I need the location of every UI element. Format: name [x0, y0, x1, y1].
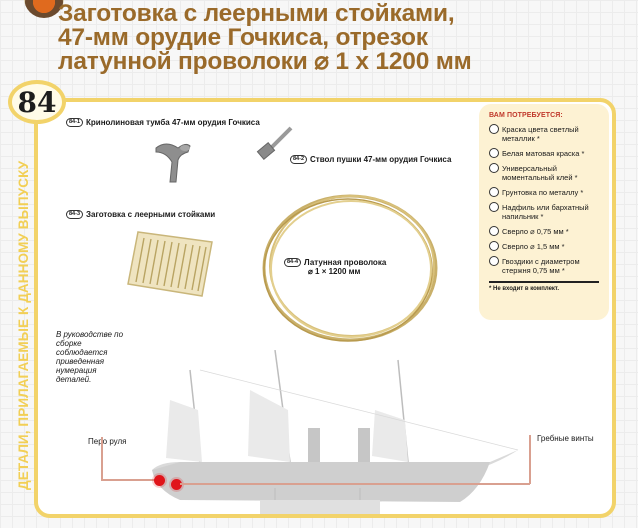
title-line-1: Заготовка с леерными стойками,: [58, 0, 455, 27]
gun-barrel-image: [256, 126, 293, 161]
part-label-84-3: 84-3 Заготовка с леерными стойками: [66, 210, 215, 219]
required-item[interactable]: Гвоздики с диаметром стержня 0,75 мм *: [489, 256, 599, 275]
crinoline-mount-image: [155, 143, 191, 183]
part-name-84-3: Заготовка с леерными стойками: [86, 210, 216, 219]
numbering-note: В руководстве по сборке соблюдается прив…: [56, 330, 124, 384]
checkbox-circle-icon[interactable]: [489, 163, 499, 173]
required-item[interactable]: Краска цвета светлый металлик *: [489, 124, 599, 143]
rudder-marker: [154, 475, 165, 486]
railing-fret-image: [127, 231, 213, 297]
part-label-84-2: 84-2 Ствол пушки 47-мм орудия Гочкиса: [290, 155, 451, 164]
ship-model-image: [152, 350, 519, 514]
part-number-84-4: 84-4: [284, 258, 302, 267]
required-tools-title: ВАМ ПОТРЕБУЕТСЯ:: [489, 112, 563, 119]
part-number-84-1: 84-1: [66, 118, 84, 127]
callout-rudder: Перо руля: [88, 437, 127, 446]
part-number-84-2: 84-2: [290, 155, 308, 164]
required-item[interactable]: Сверло ⌀ 0,75 мм *: [489, 226, 599, 236]
divider: [489, 281, 599, 283]
page-title: Заготовка с леерными стойками, 47-мм ору…: [58, 0, 618, 75]
part-label-84-4: 84-4 Латунная проволока ⌀ 1 × 1200 мм: [284, 258, 386, 276]
side-label: ДЕТАЛИ, ПРИЛАГАЕМЫЕ К ДАННОМУ ВЫПУСКУ: [16, 160, 31, 490]
checkbox-circle-icon[interactable]: [489, 187, 499, 197]
part-name-84-2: Ствол пушки 47-мм орудия Гочкиса: [310, 155, 452, 164]
required-item[interactable]: Универсальный моментальный клей *: [489, 163, 599, 182]
callout-line-propellers: [529, 435, 531, 484]
callout-line-rudder: [101, 437, 103, 479]
title-line-2: 47-мм орудие Гочкиса, отрезок: [58, 24, 428, 51]
part-number-84-3: 84-3: [66, 210, 84, 219]
checkbox-circle-icon[interactable]: [489, 226, 499, 236]
callout-line-propellers: [180, 483, 530, 485]
required-item[interactable]: Белая матовая краска *: [489, 148, 599, 158]
checkbox-circle-icon[interactable]: [489, 148, 499, 158]
series-logo-icon: [24, 0, 64, 18]
required-item[interactable]: Сверло ⌀ 1,5 мм *: [489, 241, 599, 251]
required-item[interactable]: Грунтовка по металлу *: [489, 187, 599, 197]
checkbox-circle-icon[interactable]: [489, 202, 499, 212]
part-label-84-1: 84-1 Кринолиновая тумба 47-мм орудия Гоч…: [66, 118, 260, 127]
issue-number-badge: 84: [8, 80, 66, 124]
callout-propellers: Гребные винты: [537, 434, 594, 443]
brass-wire-coil-image: [262, 194, 438, 342]
part-name-84-4: Латунная проволока: [304, 258, 387, 267]
checkbox-circle-icon[interactable]: [489, 124, 499, 134]
part-name-84-1: Кринолиновая тумба 47-мм орудия Гочкиса: [86, 118, 260, 127]
part-size-84-4: ⌀ 1 × 1200 мм: [308, 267, 361, 276]
checkbox-circle-icon[interactable]: [489, 241, 499, 251]
required-item[interactable]: Надфиль или бархатный напильник *: [489, 202, 599, 221]
title-line-3: латунной проволоки ⌀ 1 х 1200 мм: [58, 48, 472, 75]
callout-line-rudder: [101, 479, 157, 481]
footnote: * Не входит в комплект.: [489, 286, 559, 292]
required-tools-box: ВАМ ПОТРЕБУЕТСЯ: Краска цвета светлый ме…: [479, 104, 609, 320]
checkbox-circle-icon[interactable]: [489, 256, 499, 266]
propeller-marker: [171, 479, 182, 490]
